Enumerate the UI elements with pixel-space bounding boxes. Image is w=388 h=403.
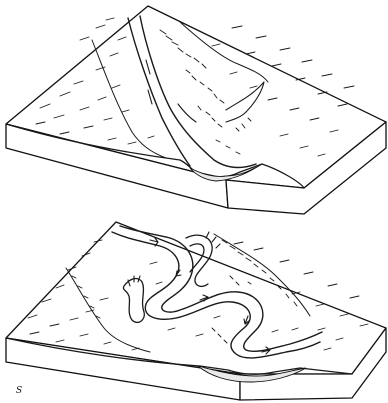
top-block-diagram: [6, 6, 386, 214]
bottom-block-diagram: S: [6, 222, 386, 400]
artist-signature: S: [16, 386, 22, 396]
